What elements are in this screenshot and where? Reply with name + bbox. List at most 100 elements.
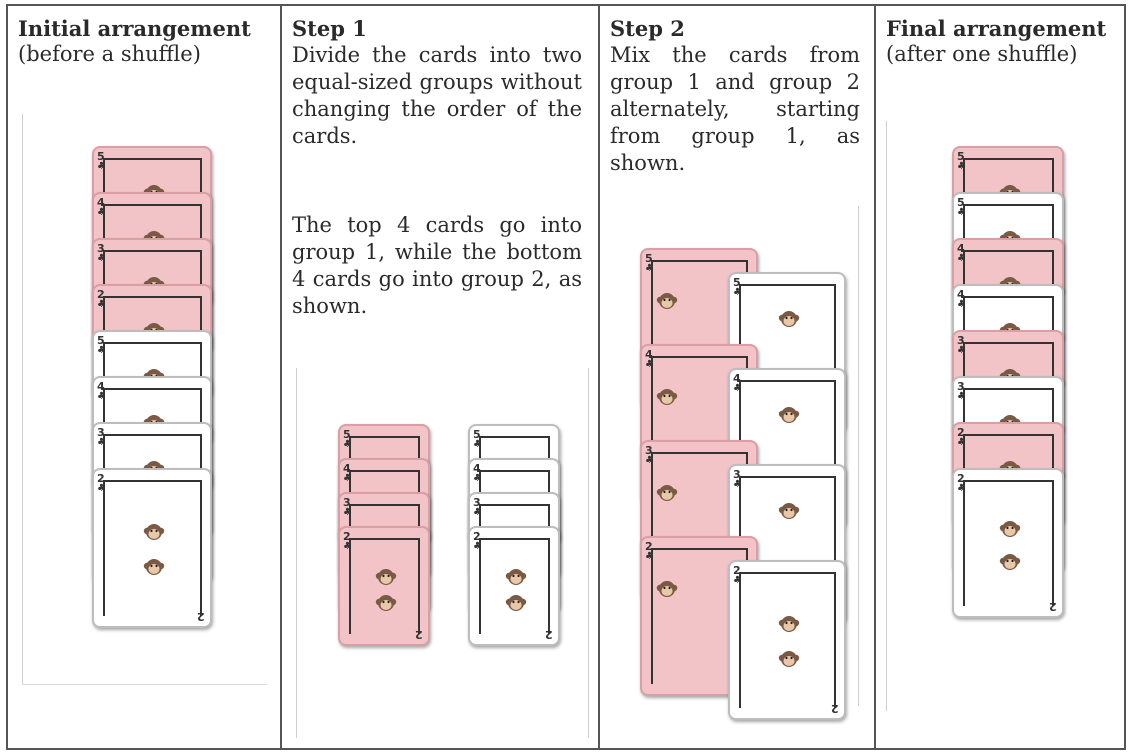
- card-rank: 3: [957, 334, 965, 347]
- card-rank: 3: [645, 444, 653, 457]
- club-suit-icon: ♣: [97, 437, 106, 448]
- monkey-face-icon: [656, 580, 678, 598]
- card-border: [349, 538, 420, 634]
- card-rank: 2: [957, 472, 965, 485]
- card-rank: 2: [473, 530, 481, 543]
- card-rank: 5: [957, 196, 965, 209]
- monkey-face-icon: [778, 502, 800, 520]
- card-rank: 5: [473, 428, 481, 441]
- monkey-face-icon: [656, 484, 678, 502]
- panel-step2: Step 2 Mix the cards from group 1 and gr…: [598, 6, 874, 748]
- card-rank: 5: [733, 276, 741, 289]
- card-rank: 2: [733, 564, 741, 577]
- diagram-frame: Initial arrangement (before a shuffle) 5…: [6, 4, 1126, 750]
- card-rank: 2: [957, 426, 965, 439]
- card-rank: 4: [97, 380, 105, 393]
- playing-card: 2♣2: [728, 560, 846, 720]
- club-suit-icon: ♣: [957, 207, 966, 218]
- monkey-face-icon: [999, 520, 1021, 538]
- club-suit-icon: ♣: [97, 207, 106, 218]
- monkey-face-icon: [999, 553, 1021, 571]
- club-suit-icon: ♣: [957, 345, 966, 356]
- card-rank: 2: [645, 540, 653, 553]
- card-rank: 3: [343, 496, 351, 509]
- playing-card: 2♣2: [468, 526, 560, 646]
- panel-subheading: (before a shuffle): [18, 42, 201, 66]
- club-suit-icon: ♣: [343, 473, 352, 484]
- monkey-face-icon: [778, 406, 800, 424]
- club-suit-icon: ♣: [733, 287, 742, 298]
- card-rank: 3: [97, 242, 105, 255]
- card-rank: 2: [415, 628, 423, 641]
- club-suit-icon: ♣: [645, 551, 654, 562]
- playing-card: 2♣2: [952, 468, 1064, 618]
- monkey-face-icon: [375, 594, 397, 612]
- club-suit-icon: ♣: [957, 253, 966, 264]
- guide-line: [22, 114, 23, 684]
- card-rank: 3: [97, 426, 105, 439]
- club-suit-icon: ♣: [97, 253, 106, 264]
- guide-line: [296, 368, 297, 738]
- club-suit-icon: ♣: [473, 473, 482, 484]
- club-suit-icon: ♣: [97, 161, 106, 172]
- panel-final: Final arrangement (after one shuffle) 5♣…: [874, 6, 1124, 748]
- card-rank: 4: [733, 372, 741, 385]
- monkey-face-icon: [505, 594, 527, 612]
- panel-initial: Initial arrangement (before a shuffle) 5…: [8, 6, 280, 748]
- card-rank: 2: [97, 288, 105, 301]
- guide-line: [588, 368, 589, 738]
- club-suit-icon: ♣: [473, 507, 482, 518]
- monkey-face-icon: [778, 615, 800, 633]
- card-rank: 4: [473, 462, 481, 475]
- club-suit-icon: ♣: [733, 575, 742, 586]
- monkey-face-icon: [656, 388, 678, 406]
- card-rank: 3: [957, 380, 965, 393]
- panel-heading: Final arrangement: [886, 16, 1107, 41]
- card-rank: 5: [97, 334, 105, 347]
- club-suit-icon: ♣: [957, 391, 966, 402]
- card-border: [963, 480, 1054, 606]
- card-rank: 2: [197, 610, 205, 623]
- club-suit-icon: ♣: [473, 439, 482, 450]
- monkey-face-icon: [656, 292, 678, 310]
- card-rank: 2: [343, 530, 351, 543]
- club-suit-icon: ♣: [957, 437, 966, 448]
- club-suit-icon: ♣: [343, 507, 352, 518]
- club-suit-icon: ♣: [733, 479, 742, 490]
- card-rank: 5: [957, 150, 965, 163]
- card-rank: 4: [343, 462, 351, 475]
- monkey-face-icon: [143, 558, 165, 576]
- card-rank: 4: [97, 196, 105, 209]
- guide-line: [22, 684, 267, 685]
- card-rank: 2: [545, 628, 553, 641]
- card-rank: 2: [97, 472, 105, 485]
- club-suit-icon: ♣: [97, 299, 106, 310]
- card-rank: 4: [957, 242, 965, 255]
- playing-card: 2♣2: [92, 468, 212, 628]
- club-suit-icon: ♣: [645, 455, 654, 466]
- card-rank: 5: [343, 428, 351, 441]
- club-suit-icon: ♣: [97, 483, 106, 494]
- panel-heading: Step 2: [610, 16, 685, 41]
- club-suit-icon: ♣: [343, 439, 352, 450]
- step1-paragraph-2: The top 4 cards go into group 1, while t…: [292, 213, 582, 318]
- guide-line: [858, 206, 859, 706]
- club-suit-icon: ♣: [957, 483, 966, 494]
- monkey-face-icon: [778, 310, 800, 328]
- club-suit-icon: ♣: [957, 299, 966, 310]
- club-suit-icon: ♣: [97, 391, 106, 402]
- club-suit-icon: ♣: [343, 541, 352, 552]
- card-border: [739, 572, 836, 708]
- panel-heading: Initial arrangement: [18, 16, 251, 41]
- monkey-face-icon: [505, 568, 527, 586]
- step2-paragraph: Mix the cards from group 1 and group 2 a…: [610, 43, 860, 175]
- card-rank: 3: [733, 468, 741, 481]
- club-suit-icon: ♣: [97, 345, 106, 356]
- playing-card: 2♣2: [338, 526, 430, 646]
- club-suit-icon: ♣: [733, 383, 742, 394]
- card-rank: 4: [645, 348, 653, 361]
- card-rank: 4: [957, 288, 965, 301]
- panel-subheading: (after one shuffle): [886, 42, 1078, 66]
- club-suit-icon: ♣: [957, 161, 966, 172]
- club-suit-icon: ♣: [645, 263, 654, 274]
